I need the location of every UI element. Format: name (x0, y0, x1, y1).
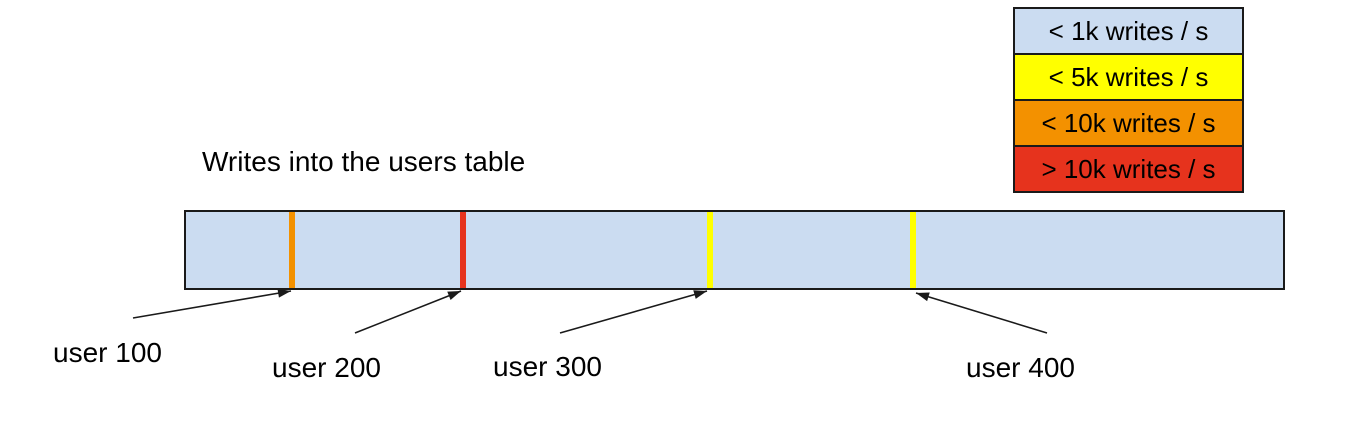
legend-item--5k-writes-s: < 5k writes / s (1013, 53, 1244, 101)
stripe-user-200 (460, 212, 466, 288)
legend: < 1k writes / s < 5k writes / s < 10k writ… (1013, 7, 1244, 193)
stripe-user-300 (707, 212, 713, 288)
arrowhead-icon (447, 291, 461, 300)
users-table-bar (184, 210, 1285, 290)
legend-item--10k-writes-s: < 10k writes / s (1013, 99, 1244, 147)
arrow-line-user-200 (354, 290, 462, 334)
arrowhead-icon (916, 292, 930, 302)
legend-item--10k-writes-s: > 10k writes / s (1013, 145, 1244, 193)
arrowhead-icon (277, 288, 291, 298)
diagram-title: Writes into the users table (202, 146, 526, 177)
stripe-user-100 (289, 212, 295, 288)
arrow-line-user-300 (559, 290, 708, 334)
label-user-300: user 300 (493, 351, 602, 382)
legend-item--1k-writes-s: < 1k writes / s (1013, 7, 1244, 55)
label-user-100: user 100 (53, 337, 162, 368)
label-user-200: user 200 (272, 352, 381, 383)
arrowhead-icon (693, 290, 707, 299)
arrow-line-user-100 (132, 290, 292, 319)
legend-item-label: < 1k writes / s (1048, 15, 1209, 46)
stripe-user-400 (910, 212, 916, 288)
legend-item-label: < 5k writes / s (1048, 61, 1209, 92)
legend-item-label: < 10k writes / s (1041, 107, 1216, 138)
legend-item-label: > 10k writes / s (1041, 153, 1216, 184)
arrow-line-user-400 (915, 292, 1048, 334)
label-user-400: user 400 (966, 352, 1075, 383)
